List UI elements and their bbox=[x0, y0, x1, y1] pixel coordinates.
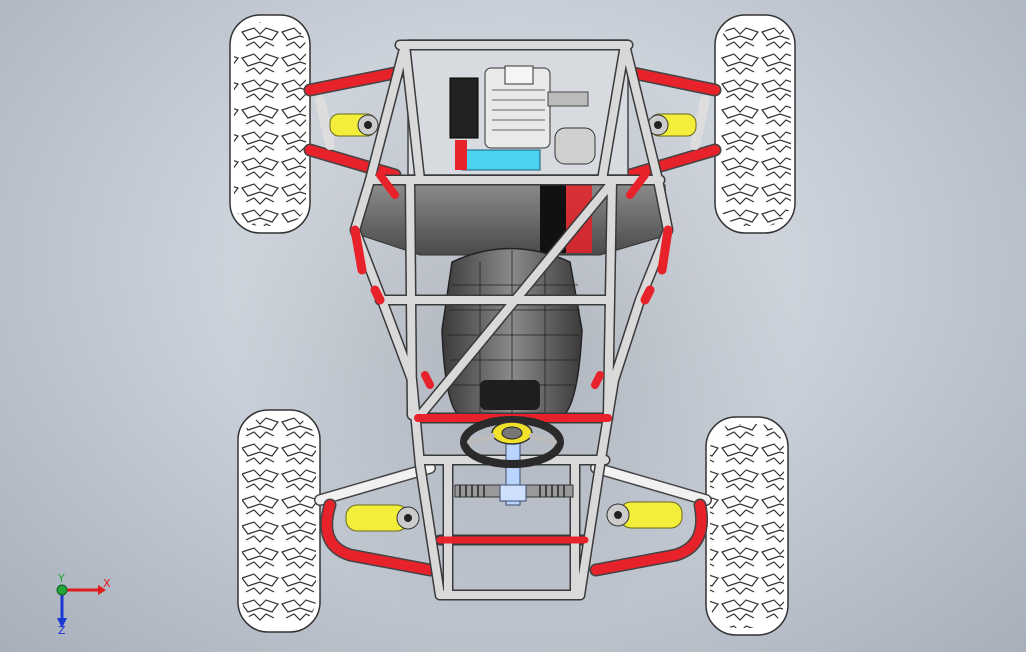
rear-left-trailing-arm[interactable] bbox=[314, 462, 437, 577]
roll-cage[interactable] bbox=[349, 39, 674, 601]
y-axis-dot bbox=[56, 584, 68, 596]
z-axis-label: Z bbox=[58, 624, 66, 637]
engine-bay[interactable] bbox=[407, 39, 629, 176]
x-axis-label: X bbox=[103, 577, 111, 590]
driver-seat[interactable] bbox=[441, 247, 583, 419]
front-left-shock[interactable] bbox=[329, 113, 379, 137]
tire-rear-left[interactable] bbox=[237, 409, 321, 633]
tire-front-right[interactable] bbox=[714, 14, 796, 234]
rear-left-shock[interactable] bbox=[345, 504, 420, 532]
front-left-a-arm[interactable] bbox=[303, 65, 407, 182]
front-right-a-arm[interactable] bbox=[621, 65, 722, 182]
tire-front-left[interactable] bbox=[229, 14, 311, 234]
steering-assembly[interactable] bbox=[454, 439, 574, 506]
rear-right-trailing-arm[interactable] bbox=[589, 462, 712, 577]
z-axis-arrowhead bbox=[57, 618, 67, 628]
y-axis-label: Y bbox=[57, 572, 65, 585]
front-right-shock[interactable] bbox=[647, 113, 697, 137]
x-axis-arrowhead bbox=[98, 585, 106, 595]
rear-right-shock[interactable] bbox=[606, 501, 683, 529]
steering-wheel[interactable] bbox=[460, 416, 564, 468]
